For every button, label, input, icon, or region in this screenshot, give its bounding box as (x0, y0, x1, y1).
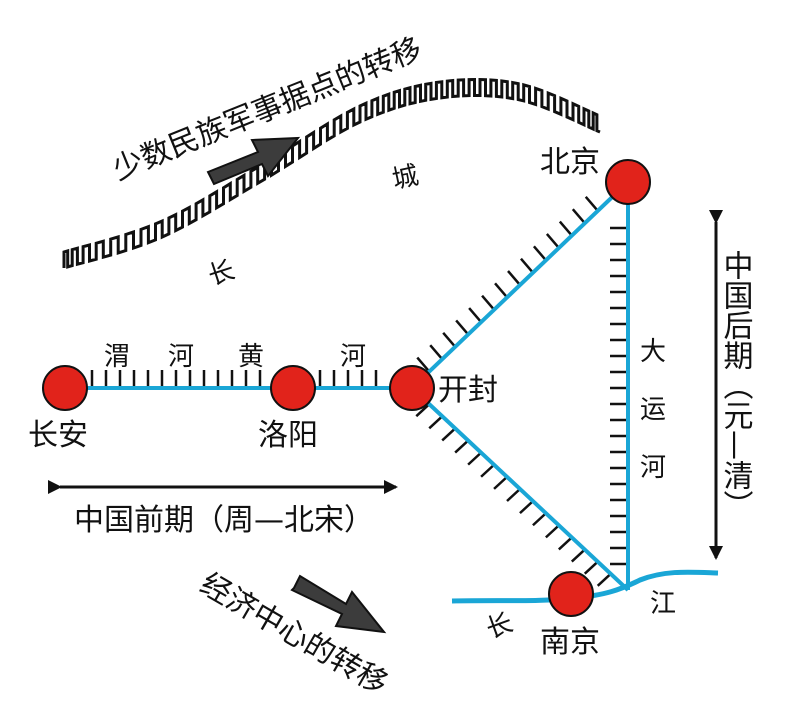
city-beijing-dot (605, 159, 651, 205)
tick-mark (520, 257, 534, 274)
tick-mark (557, 536, 573, 551)
early-period-label: 中国前期（周—北宋） (74, 503, 374, 538)
tick-mark (442, 331, 457, 348)
kaifeng-jiangnan-line (410, 386, 630, 592)
city-changan-dot (42, 365, 88, 411)
tick-mark (467, 451, 482, 466)
tick-mark (532, 512, 547, 527)
city-luoyang-dot (270, 365, 316, 411)
tick-mark (493, 475, 508, 490)
tick-mark (545, 233, 560, 249)
river-huang-char1: 黄 (238, 342, 264, 372)
tick-mark (415, 403, 431, 418)
tick-mark (480, 463, 495, 478)
tick-mark (441, 427, 457, 442)
tick-mark (584, 196, 599, 212)
city-changan-label: 长安 (28, 418, 88, 453)
tick-mark (558, 220, 573, 237)
tick-mark (455, 319, 470, 336)
tick-mark (428, 415, 444, 430)
tick-mark (519, 500, 534, 515)
river-wei-char2: 河 (168, 342, 194, 372)
great-wall-char2: 城 (390, 161, 422, 196)
tick-mark (494, 282, 508, 299)
yangtze-char2: 江 (650, 589, 676, 619)
tick-mark (532, 245, 547, 262)
tick-mark (507, 270, 521, 286)
tick-mark (570, 548, 586, 563)
city-luoyang-label: 洛阳 (258, 418, 318, 453)
great-wall-line (62, 77, 601, 269)
river-wei-char1: 渭 (104, 342, 130, 372)
great-wall-char1: 长 (205, 255, 239, 292)
tick-mark (596, 572, 612, 587)
tick-mark (416, 356, 431, 373)
tick-mark (454, 439, 470, 454)
yangtze-river-line (451, 569, 719, 604)
tick-mark (571, 208, 586, 225)
grand-canal-char3: 河 (640, 453, 666, 483)
city-beijing-label: 北京 (540, 145, 600, 180)
city-kaifeng-dot (389, 365, 435, 411)
city-kaifeng-label: 开封 (438, 373, 498, 408)
riverbank-ticks (90, 196, 628, 587)
city-nanjing-label: 南京 (540, 625, 600, 660)
late-period-label: 中国后期（元—清） (718, 250, 754, 520)
tick-mark (468, 307, 483, 323)
minority-shift-arrow (206, 136, 301, 186)
yangtze-char1: 长 (482, 608, 517, 645)
tick-mark (545, 524, 560, 539)
grand-canal-char1: 大 (640, 337, 666, 367)
economic-shift-arrow (290, 574, 387, 634)
grand-canal-char2: 运 (640, 395, 666, 425)
river-huang-char2: 河 (340, 342, 366, 372)
city-nanjing-dot (548, 571, 594, 617)
tick-mark (429, 344, 444, 360)
tick-mark (506, 488, 521, 502)
tick-mark (583, 560, 599, 575)
kaifeng-beijing-line (410, 180, 630, 390)
tick-mark (481, 294, 496, 311)
